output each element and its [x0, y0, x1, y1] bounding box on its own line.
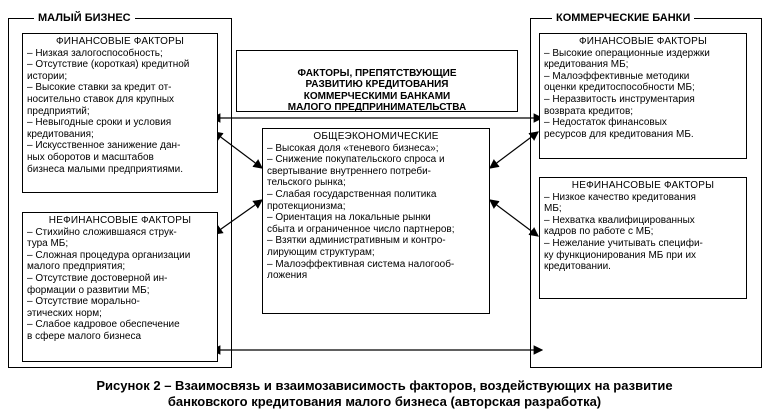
center-title-box: ФАКТОРЫ, ПРЕПЯТСТВУЮЩИЕ РАЗВИТИЮ КРЕДИТО… — [236, 50, 518, 114]
general-item: – Взятки административным и контро- лиру… — [267, 235, 446, 258]
general-item: – Высокая доля «теневого бизнеса»; — [267, 142, 439, 154]
left-nonfinancial-header: НЕФИНАНСОВЫЕ ФАКТОРЫ — [48, 215, 192, 226]
left-nonfinancial-item: – Отсутствие достоверной ин- формации о … — [27, 272, 168, 296]
right-nonfinancial-item: – Низкое качество кредитования МБ; — [544, 191, 696, 215]
left-nonfinancial-item: – Стихийно сложившаяся струк- тура МБ; — [27, 226, 177, 250]
general-item: – Снижение покупательского спроса и свер… — [267, 154, 445, 189]
left-financial-box: ФИНАНСОВЫЕ ФАКТОРЫ – Низкая залогоспособ… — [22, 33, 218, 193]
right-financial-item: – Высокие операционные издержки кредитов… — [544, 47, 710, 71]
left-group-title: МАЛЫЙ БИЗНЕС — [34, 12, 135, 25]
left-financial-header: ФИНАНСОВЫЕ ФАКТОРЫ — [55, 36, 185, 47]
left-nonfinancial-item: – Отсутствие морально- этических норм; — [27, 296, 140, 319]
right-nonfinancial-item: – Нежелание учитывать специфи- ку функци… — [544, 237, 703, 273]
right-group-title: КОММЕРЧЕСКИЕ БАНКИ — [552, 12, 695, 25]
general-item: – Ориентация на локальные рынки сбыта и … — [267, 212, 455, 235]
right-nonfinancial-box: НЕФИНАНСОВЫЕ ФАКТОРЫ – Низкое качество к… — [539, 177, 747, 299]
figure-caption-line-1: Рисунок 2 – Взаимосвязь и взаимозависимо… — [96, 378, 673, 393]
left-nonfinancial-box: НЕФИНАНСОВЫЕ ФАКТОРЫ – Стихийно сложивша… — [22, 212, 218, 362]
arrow-general-to-left-financial — [213, 131, 263, 169]
left-nonfinancial-item: – Сложная процедура организации малого п… — [27, 249, 191, 273]
right-financial-box: ФИНАНСОВЫЕ ФАКТОРЫ – Высокие операционны… — [539, 33, 747, 159]
left-financial-item: – Невыгодные сроки и условия кредитовани… — [27, 117, 172, 140]
general-item: – Слабая государственная политика протек… — [267, 188, 437, 212]
left-financial-item: – Высокие ставки за кредит от- носительн… — [27, 82, 175, 117]
left-nonfinancial-item: – Слабое кадровое обеспечение в сфере ма… — [27, 319, 180, 342]
center-title-text: ФАКТОРЫ, ПРЕПЯТСТВУЮЩИЕ РАЗВИТИЮ КРЕДИТО… — [287, 67, 467, 114]
right-financial-item: – Малоэффективные методики оценки кредит… — [544, 70, 695, 94]
left-financial-item: – Искусственное занижение дан- ных оборо… — [27, 140, 183, 175]
left-financial-item: – Отсутствие (короткая) кредитной истори… — [27, 59, 190, 82]
right-financial-item: – Неразвитость инструментария возврата к… — [544, 93, 695, 117]
right-nonfinancial-item: – Нехватка квалифицированных кадров по р… — [544, 214, 695, 238]
right-financial-header: ФИНАНСОВЫЕ ФАКТОРЫ — [578, 36, 708, 47]
right-financial-item: – Недостаток финансовых ресурсов для кре… — [544, 117, 694, 140]
right-nonfinancial-header: НЕФИНАНСОВЫЕ ФАКТОРЫ — [571, 180, 715, 191]
general-factors-box: ОБЩЕЭКОНОМИЧЕСКИЕ – Высокая доля «тенево… — [262, 128, 490, 314]
arrow-general-to-right-financial — [489, 131, 539, 169]
arrow-general-to-right-nonfinancial — [489, 199, 539, 237]
figure-caption-line-2: банковского кредитования малого бизнеса … — [167, 394, 602, 409]
arrow-general-to-left-nonfinancial — [213, 199, 263, 235]
left-financial-item: – Низкая залогоспособность; — [27, 47, 163, 59]
general-header: ОБЩЕЭКОНОМИЧЕСКИЕ — [313, 131, 439, 142]
general-item: – Малоэффективная система налогооб- ложе… — [267, 258, 455, 282]
